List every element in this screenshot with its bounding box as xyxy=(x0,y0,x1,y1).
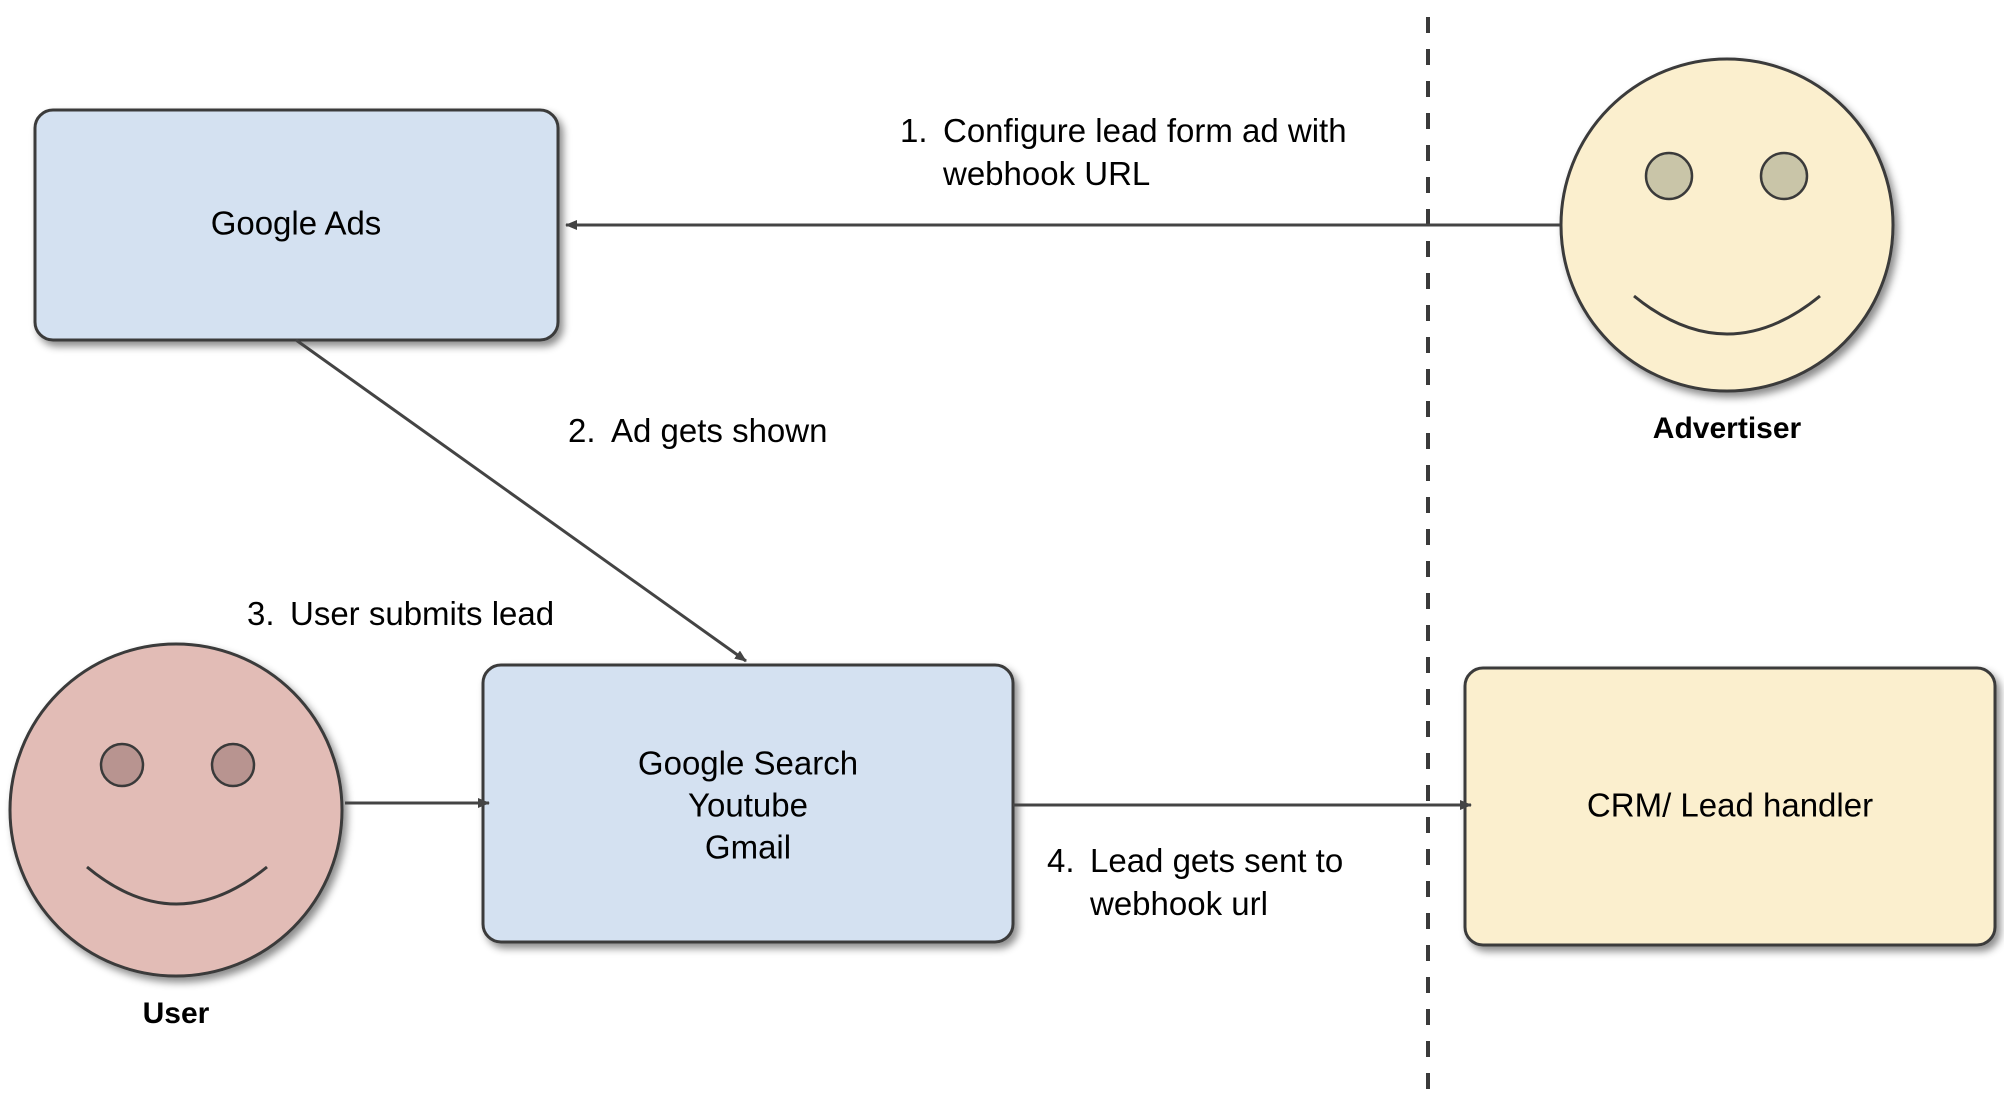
user-right-eye-icon xyxy=(210,742,256,788)
edge-1-label-line-1: Configure lead form ad with xyxy=(943,112,1347,149)
google-ads-label: Google Ads xyxy=(211,205,382,242)
advertiser-right-eye-icon xyxy=(1759,151,1809,201)
edge-4-label-line-1: Lead gets sent to xyxy=(1090,842,1343,879)
node-google-surfaces[interactable]: Google Search Youtube Gmail xyxy=(481,663,1015,944)
advertiser-label: Advertiser xyxy=(1653,412,1802,445)
edge-4-number: 4. xyxy=(1047,842,1075,879)
advertiser-face-icon[interactable] xyxy=(1559,57,1895,393)
edge-configure-lead-form: 1. Configure lead form ad with webhook U… xyxy=(565,112,1560,230)
user-face-icon[interactable] xyxy=(8,642,344,978)
google-surfaces-line-2: Youtube xyxy=(688,787,808,824)
user-smile-icon xyxy=(86,865,268,906)
edge-1-number: 1. xyxy=(900,112,928,149)
node-user[interactable]: User xyxy=(8,642,344,1030)
edge-lead-sent-to-webhook: 4. Lead gets sent to webhook url xyxy=(1013,800,1472,922)
google-surfaces-line-1: Google Search xyxy=(638,745,858,782)
advertiser-smile-icon xyxy=(1633,294,1821,336)
node-advertiser[interactable]: Advertiser xyxy=(1559,57,1895,445)
advertiser-left-eye-icon xyxy=(1644,151,1694,201)
edge-2-number: 2. xyxy=(568,412,596,449)
node-crm-lead-handler[interactable]: CRM/ Lead handler xyxy=(1463,666,1997,947)
edge-2-arrow xyxy=(295,338,747,663)
edge-ad-gets-shown: 2. Ad gets shown xyxy=(295,338,827,663)
edge-1-label-line-2: webhook URL xyxy=(942,155,1150,192)
node-google-ads[interactable]: Google Ads xyxy=(33,108,560,342)
edge-user-submits-lead: 3. User submits lead xyxy=(247,595,554,808)
google-surfaces-line-3: Gmail xyxy=(705,829,791,866)
edge-3-number: 3. xyxy=(247,595,275,632)
edge-2-label-line-1: Ad gets shown xyxy=(611,412,827,449)
crm-lead-handler-label: CRM/ Lead handler xyxy=(1587,787,1873,824)
edge-4-label-line-2: webhook url xyxy=(1089,885,1268,922)
edge-3-label-line-1: User submits lead xyxy=(290,595,554,632)
user-label: User xyxy=(143,997,210,1030)
user-left-eye-icon xyxy=(99,742,145,788)
